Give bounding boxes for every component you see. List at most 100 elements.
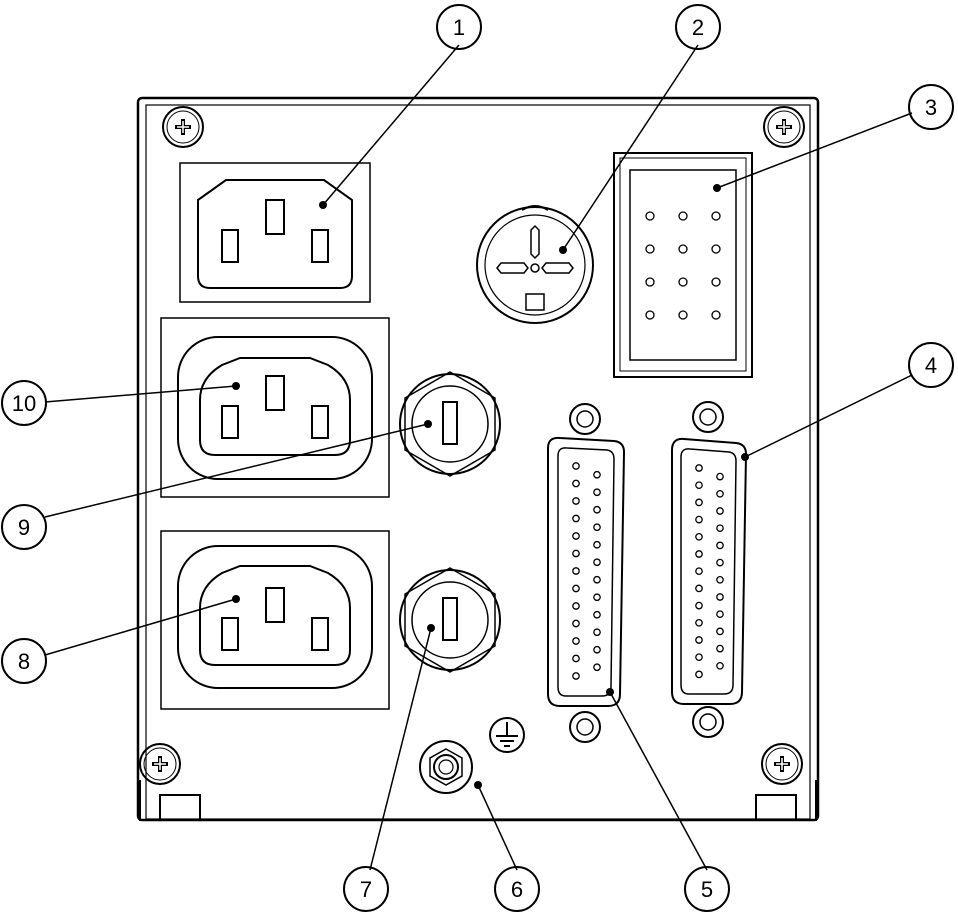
dsub-pin <box>695 670 703 679</box>
dsub25-connector-left <box>547 403 626 743</box>
callout-1-label: 1 <box>453 15 465 40</box>
ground-terminal <box>419 740 473 794</box>
dsub-pin <box>695 636 703 644</box>
callout-2: 2 <box>675 4 721 50</box>
corner-screw-top-right <box>763 106 805 148</box>
dsub-pin <box>695 532 703 541</box>
dsub-pin <box>593 593 601 602</box>
connector-pin <box>678 244 688 254</box>
dsub-pin <box>695 601 703 610</box>
callout-7-label: 7 <box>360 877 372 902</box>
callout-6: 6 <box>494 866 540 912</box>
callout-9: 9 <box>1 504 47 550</box>
dsub-pin <box>572 462 580 470</box>
dsub-pin <box>572 567 580 575</box>
callout-5: 5 <box>684 866 730 912</box>
dsub-pin <box>716 627 724 636</box>
dsub-pin <box>716 472 724 481</box>
fuse-holder-lower <box>399 567 501 673</box>
dsub-pin <box>695 567 703 576</box>
dsub-pin <box>695 618 703 627</box>
dsub-pin <box>593 628 601 637</box>
dsub-pin <box>593 470 601 479</box>
dsub-pin <box>716 661 724 670</box>
twelve-pin-connector <box>613 152 753 378</box>
dsub-pin <box>716 524 724 533</box>
dsub-pin <box>695 653 703 662</box>
dsub-pin <box>593 488 601 497</box>
callout-1: 1 <box>436 4 482 50</box>
dsub-pin <box>572 637 580 645</box>
dsub-pin <box>695 464 703 472</box>
connector-pin <box>645 310 655 320</box>
connector-pin <box>678 211 688 221</box>
power-inlet-middle <box>160 317 390 498</box>
dsub-pin <box>593 558 601 567</box>
dsub-pin <box>695 584 703 593</box>
connector-pin <box>711 310 721 320</box>
callout-2-label: 2 <box>692 15 704 40</box>
connector-pin <box>711 211 721 221</box>
corner-screw-top-left <box>162 106 204 148</box>
connector-pin <box>678 277 688 287</box>
ground-symbol-icon <box>489 717 525 753</box>
callout-8: 8 <box>1 638 47 684</box>
dsub-pin <box>695 481 703 490</box>
dsub-pin <box>695 515 703 524</box>
dsub-pin <box>593 540 601 549</box>
dsub-pin <box>572 672 580 680</box>
dsub-pin <box>593 523 601 532</box>
power-inlet-top <box>179 162 371 303</box>
dsub-pin <box>593 663 601 672</box>
callout-7: 7 <box>343 866 389 912</box>
dsub-pin <box>695 550 703 558</box>
dsub-pin <box>716 575 724 584</box>
dsub25-connector-right <box>671 401 748 738</box>
dsub-pin <box>716 558 724 567</box>
callout-9-label: 9 <box>18 515 30 540</box>
callout-4: 4 <box>908 342 954 388</box>
corner-screw-bottom-right <box>761 743 803 785</box>
dsub-pin <box>716 507 724 515</box>
corner-screw-bottom-left <box>139 743 181 785</box>
dsub-pin <box>593 575 601 584</box>
connector-pin <box>711 277 721 287</box>
fuse-holder-upper <box>399 371 501 477</box>
dsub-pin <box>572 602 580 610</box>
dsub-pin <box>716 644 724 653</box>
dsub-pin <box>716 489 724 498</box>
callout-4-label: 4 <box>925 353 937 378</box>
connector-pin <box>645 211 655 221</box>
connector-pin <box>711 244 721 254</box>
dsub-pin <box>572 479 580 488</box>
callout-10: 10 <box>1 380 47 426</box>
dsub-pin <box>572 532 580 540</box>
dsub-pin <box>716 541 724 550</box>
dsub-pin <box>716 593 724 601</box>
dsub-pin <box>716 610 724 619</box>
dsub-pin <box>593 645 601 654</box>
power-inlet-bottom <box>160 530 390 710</box>
dsub-pin <box>572 497 580 505</box>
dsub-pin <box>593 610 601 619</box>
callout-8-label: 8 <box>18 649 30 674</box>
dsub-pin <box>593 505 601 514</box>
callout-10-label: 10 <box>12 391 36 416</box>
dsub-pin <box>572 514 580 523</box>
dsub-pin <box>572 619 580 628</box>
connector-pin <box>678 310 688 320</box>
chassis-outline <box>136 96 820 822</box>
din-connector <box>476 205 594 324</box>
callout-3: 3 <box>908 84 954 130</box>
dsub-pin <box>572 654 580 663</box>
dsub-pin <box>695 498 703 507</box>
dsub-pin <box>572 584 580 593</box>
callout-6-label: 6 <box>511 877 523 902</box>
connector-pin <box>645 244 655 254</box>
connector-pin <box>645 277 655 287</box>
callout-5-label: 5 <box>701 877 713 902</box>
leader-lines <box>44 44 913 871</box>
dsub-pin <box>572 549 580 558</box>
